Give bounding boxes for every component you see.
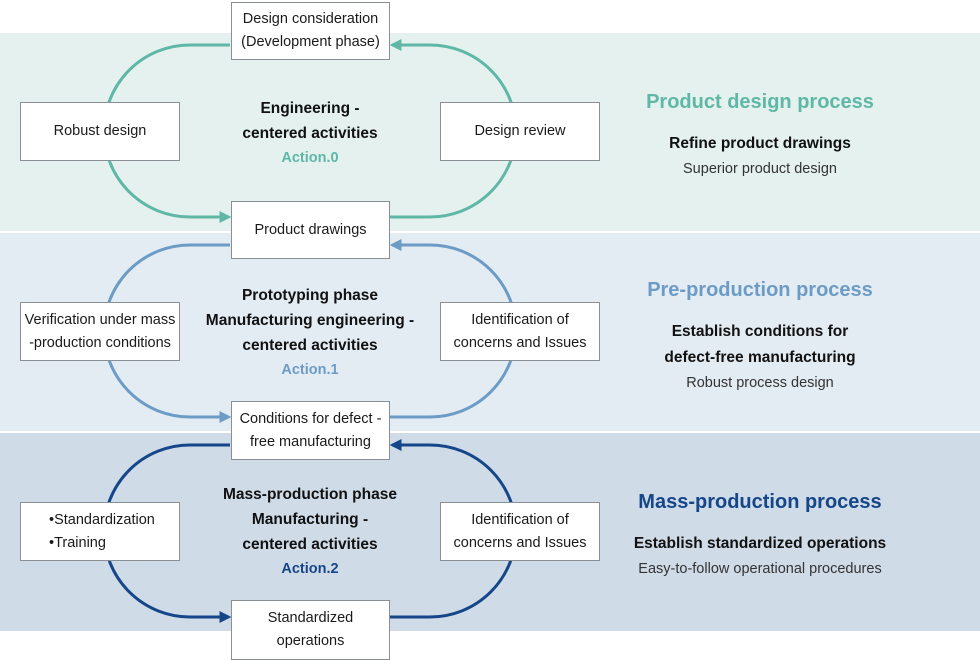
box-robust-design: Robust design	[20, 102, 180, 161]
box-identification-1: Identification of concerns and Issues	[440, 302, 600, 361]
stage-1-line-2: Manufacturing engineering -	[205, 312, 415, 329]
process-2: Mass-production process Establish standa…	[600, 487, 920, 581]
stage-2-line-2: Manufacturing -	[251, 511, 369, 528]
process-2-desc-1: Establish standardized operations	[633, 535, 887, 552]
stage-0-action: Action.0	[281, 150, 339, 166]
box-standardization-training: •Standardization •Training	[20, 502, 180, 561]
box-design-consideration: Design consideration (Development phase)	[231, 2, 390, 60]
process-0-sub: Superior product design	[683, 161, 837, 177]
stage-2-action: Action.2	[281, 561, 339, 577]
stage-2-line-1: Mass-production phase	[223, 486, 397, 503]
stage-2-center: Mass-production phase Manufacturing - ce…	[160, 482, 460, 582]
process-0: Product design process Refine product dr…	[600, 87, 920, 181]
stage-1-center: Prototyping phase Manufacturing engineer…	[160, 283, 460, 383]
box-identification-2: Identification of concerns and Issues	[440, 502, 600, 561]
process-0-desc-1: Refine product drawings	[669, 135, 851, 152]
process-1: Pre-production process Establish conditi…	[600, 275, 920, 395]
box-design-review: Design review	[440, 102, 600, 161]
stage-2-line-3: centered activities	[242, 536, 378, 553]
process-2-title: Mass-production process	[638, 491, 882, 513]
process-1-desc-2: defect-free manufacturing	[664, 349, 856, 366]
stage-0-center: Engineering - centered activities Action…	[160, 96, 460, 171]
stage-0-line-2: centered activities	[242, 125, 378, 142]
process-0-title: Product design process	[646, 91, 874, 113]
stage-1-line-3: centered activities	[242, 337, 378, 354]
box-conditions-defect-free: Conditions for defect - free manufacturi…	[231, 401, 390, 460]
box-standardized-operations: Standardized operations	[231, 600, 390, 660]
stage-1-line-1: Prototyping phase	[241, 287, 379, 304]
process-1-title: Pre-production process	[647, 279, 873, 301]
process-1-desc-1: Establish conditions for	[671, 323, 849, 340]
stage-0-line-1: Engineering -	[260, 100, 360, 117]
stage-1-action: Action.1	[281, 362, 339, 378]
box-product-drawings: Product drawings	[231, 201, 390, 259]
process-2-sub: Easy-to-follow operational procedures	[638, 561, 882, 577]
process-1-sub: Robust process design	[686, 375, 834, 391]
box-verification: Verification under mass -production cond…	[20, 302, 180, 361]
